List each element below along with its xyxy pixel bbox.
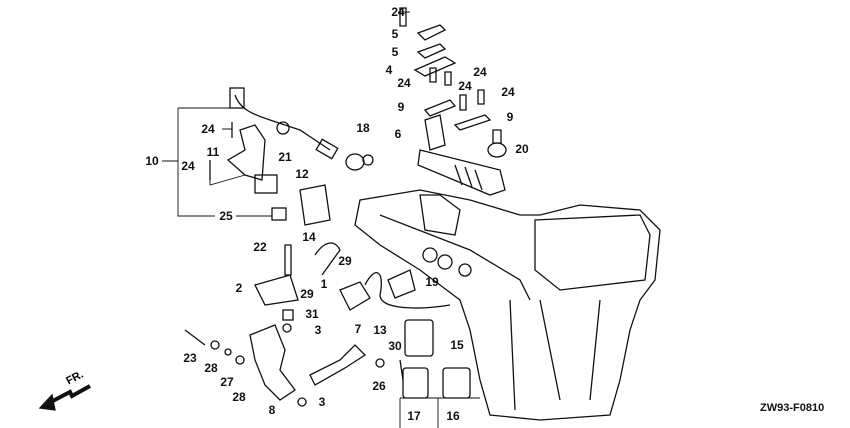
part-label: 31 [305,307,319,321]
part-label: 22 [253,240,267,254]
part-label: 17 [407,409,421,423]
part-label: 25 [219,209,233,223]
part-label: 1 [320,277,328,291]
part-label: 15 [450,338,464,352]
part-label: 24 [458,79,472,93]
part-label: 24 [397,76,411,90]
front-direction-arrow [44,384,91,407]
part-label: 24 [181,159,195,173]
part-label: 3 [318,395,326,409]
part-label: 13 [373,323,387,337]
part-label: 19 [425,275,439,289]
part-label: 28 [232,390,246,404]
part-label: 9 [506,110,514,124]
part-label: 5 [391,27,399,41]
part-label: 12 [295,167,309,181]
part-label: 23 [183,351,197,365]
shift-rod [417,114,506,196]
part-label: 28 [204,361,218,375]
part-label: 18 [356,121,370,135]
lower-case-housing [354,189,661,421]
part-label: 16 [446,409,460,423]
part-label: 26 [372,379,386,393]
part-label: 24 [501,85,515,99]
part-label: 3 [314,323,322,337]
part-label: 7 [354,322,362,336]
part-label: 27 [220,375,234,389]
part-label: 8 [268,403,276,417]
plates [399,7,507,158]
part-label: 10 [145,154,159,168]
part-label: 4 [385,63,393,77]
part-label: 14 [302,230,316,244]
part-label: 5 [391,45,399,59]
part-label: 29 [300,287,314,301]
diagram-code: ZW93-F0810 [760,402,825,414]
part-label: 30 [388,339,402,353]
part-label: 24 [473,65,487,79]
part-label: 29 [338,254,352,268]
part-label: 24 [391,5,405,19]
part-label: 21 [278,150,292,164]
part-label: 24 [201,122,215,136]
part-label: 9 [397,100,405,114]
part-label: 20 [515,142,529,156]
lower-parts [184,242,471,407]
leader-lines [162,11,480,428]
part-label: 11 [206,145,220,159]
part-label: 2 [235,281,243,295]
part-label: 6 [394,127,402,141]
